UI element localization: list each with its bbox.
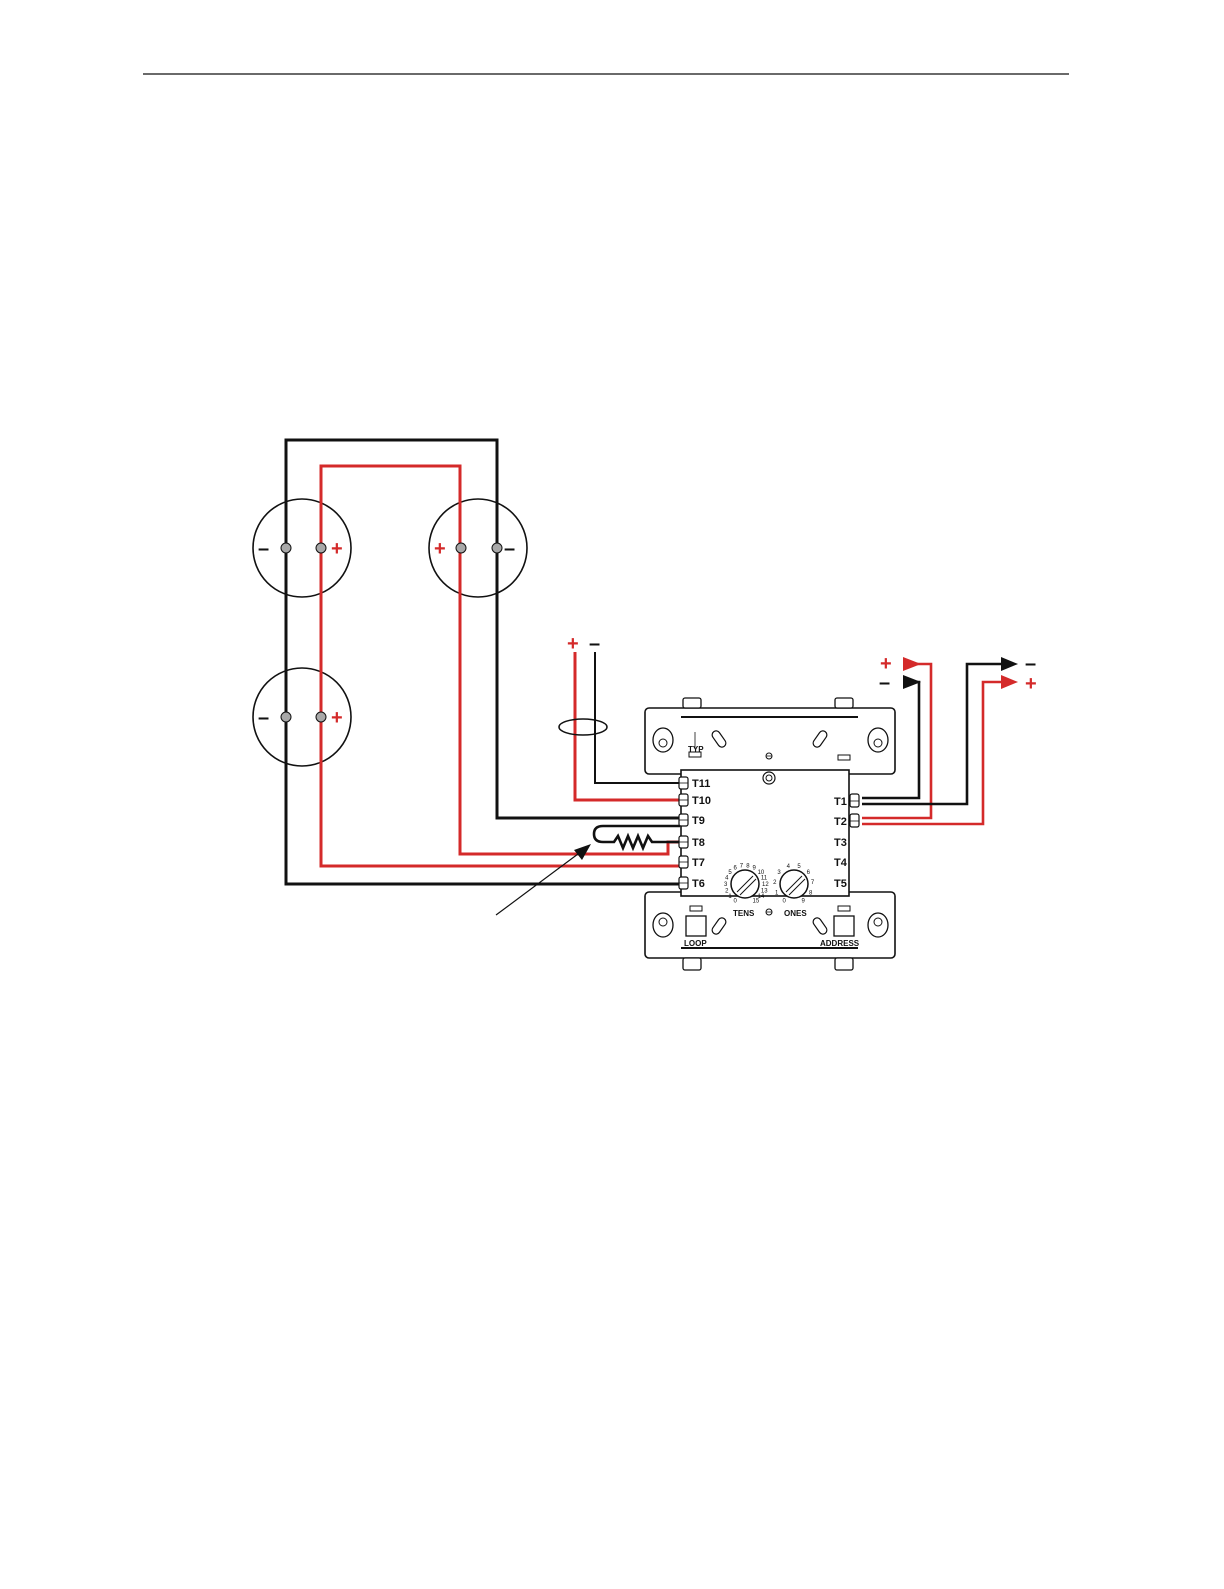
terminal-label: T5 xyxy=(834,878,847,890)
terminal-screw-t10[interactable]: T10 xyxy=(679,794,711,807)
address-label: ADDRESS xyxy=(820,939,860,948)
plus-sign: + xyxy=(331,707,343,729)
supply-plus-sign: + xyxy=(567,633,579,655)
terminal-screw-t4[interactable]: T4 xyxy=(834,857,848,869)
terminal-label: T3 xyxy=(834,837,847,849)
twisted-pair-marker xyxy=(559,719,607,735)
terminal-label: T4 xyxy=(834,857,848,869)
dial-number: 11 xyxy=(761,876,768,882)
dial-number: 12 xyxy=(762,882,769,888)
output-minus-sign: – xyxy=(1025,653,1036,675)
terminal-screw-t7[interactable]: T7 xyxy=(679,856,705,869)
minus-sign: – xyxy=(258,707,269,729)
output-minus-sign: – xyxy=(879,672,890,694)
terminal-screw-t3[interactable]: T3 xyxy=(834,837,847,849)
terminal-dot xyxy=(281,543,291,553)
terminal-label: T11 xyxy=(692,778,710,790)
negative-loop-wire xyxy=(286,440,680,884)
typ-label: TYP xyxy=(688,745,704,754)
minus-sign: – xyxy=(504,538,515,560)
loop-label: LOOP xyxy=(684,939,707,948)
arrow-icon xyxy=(903,657,921,671)
output-plus-sign: + xyxy=(1025,673,1037,695)
terminal-screw-t1[interactable]: T1 xyxy=(834,794,859,808)
plus-sign: + xyxy=(331,538,343,560)
terminal-dot xyxy=(281,712,291,722)
arrow-icon xyxy=(1001,657,1018,671)
terminal-label: T9 xyxy=(692,815,705,827)
terminal-screw-t2[interactable]: T2 xyxy=(834,814,859,828)
terminal-dot xyxy=(316,712,326,722)
terminal-label: T2 xyxy=(834,816,847,828)
terminal-dot xyxy=(316,543,326,553)
terminal-screw-t5[interactable]: T5 xyxy=(834,878,847,890)
terminal-dot xyxy=(456,543,466,553)
terminal-label: T8 xyxy=(692,837,705,849)
terminal-screw-t6[interactable]: T6 xyxy=(679,877,705,890)
terminal-dot xyxy=(492,543,502,553)
terminal-screw-t8[interactable]: T8 xyxy=(679,836,705,849)
dial-number: 15 xyxy=(753,899,760,905)
tens-label: TENS xyxy=(733,909,755,918)
terminal-label: T6 xyxy=(692,878,705,890)
arrow-icon xyxy=(1001,675,1018,689)
terminal-label: T7 xyxy=(692,857,705,869)
positive-loop-wire xyxy=(321,466,680,866)
plus-sign: + xyxy=(434,538,446,560)
terminal-screw-t9[interactable]: T9 xyxy=(679,814,705,827)
terminal-label: T10 xyxy=(692,795,711,807)
terminal-screw-t11[interactable]: T11 xyxy=(679,777,710,790)
minus-sign: – xyxy=(258,538,269,560)
ones-label: ONES xyxy=(784,909,807,918)
terminal-label: T1 xyxy=(834,796,847,808)
supply-minus-sign: – xyxy=(589,633,600,655)
